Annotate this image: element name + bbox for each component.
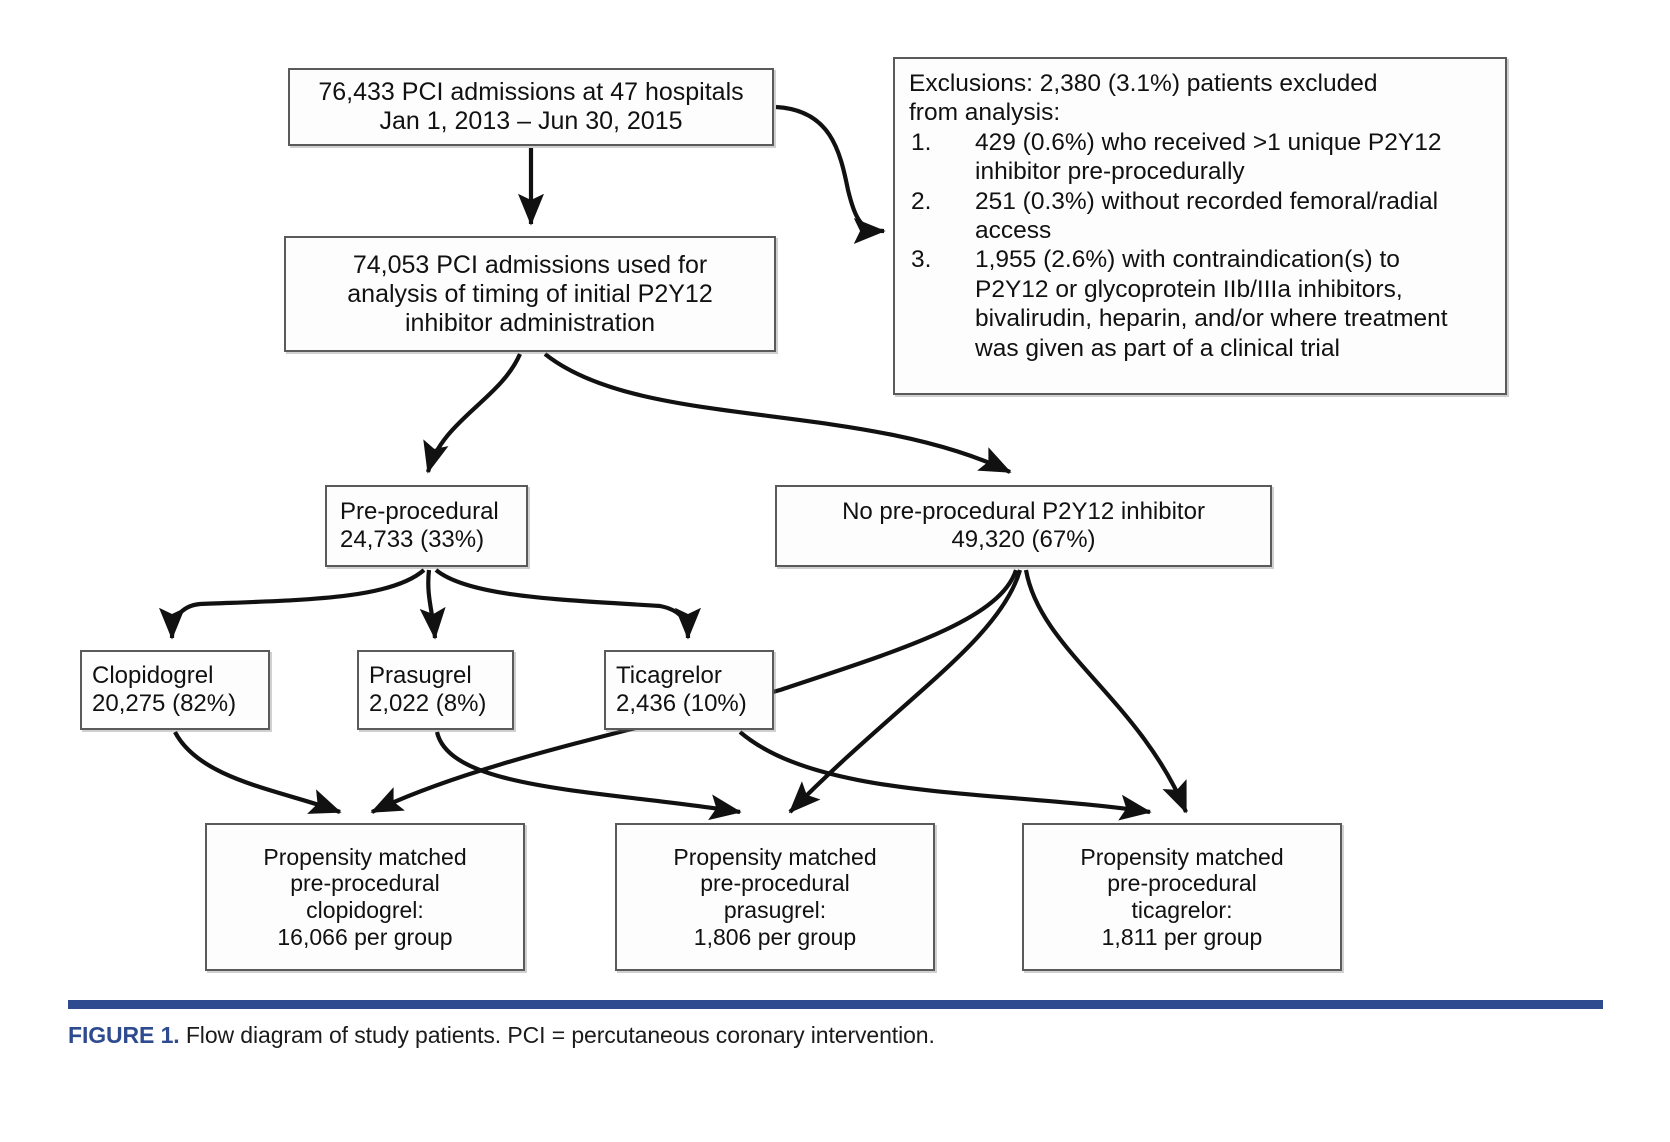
node-analysis-line1: 74,053 PCI admissions used for (352, 250, 708, 279)
node-ticagrelor-label: Ticagrelor (616, 662, 722, 690)
node-propensity-matched-prasugrel: Propensity matched pre-procedural prasug… (615, 823, 935, 971)
exclusions-item-2-number: 2. (911, 187, 932, 215)
exclusions-item-1-line1: 429 (0.6%) who received >1 unique P2Y12 (975, 128, 1442, 156)
pm-ticagrelor-count: 1,811 per group (1101, 923, 1263, 950)
pm-ticagrelor-line3: ticagrelor: (1131, 897, 1233, 923)
node-analysis-line3: inhibitor administration (404, 308, 656, 337)
edge-source-to-exclusions (775, 104, 886, 245)
exclusions-item-1-number: 1. (911, 128, 932, 156)
node-no-pre-procedural-count: 49,320 (67%) (951, 526, 1096, 553)
exclusions-list: 1. 429 (0.6%) who received >1 unique P2Y… (909, 128, 1493, 363)
edge-nopre-to-pm-prasugrel (788, 569, 1023, 814)
node-ticagrelor-count: 2,436 (10%) (616, 690, 747, 717)
edge-analysis-to-nopre (543, 352, 1012, 474)
exclusions-item-1: 1. 429 (0.6%) who received >1 unique P2Y… (909, 128, 1493, 187)
node-source-admissions: 76,433 PCI admissions at 47 hospitals Ja… (288, 68, 774, 146)
pm-clopidogrel-line3: clopidogrel: (306, 897, 424, 923)
node-analysis-admissions: 74,053 PCI admissions used for analysis … (284, 236, 776, 352)
pm-ticagrelor-line1: Propensity matched (1080, 843, 1284, 870)
exclusions-heading-line1: Exclusions: 2,380 (3.1%) patients exclud… (909, 70, 1378, 97)
node-ticagrelor: Ticagrelor 2,436 (10%) (604, 650, 774, 730)
exclusions-item-3-line1: 1,955 (2.6%) with contraindication(s) to (975, 246, 1400, 274)
pm-clopidogrel-count: 16,066 per group (277, 923, 453, 950)
figure-label: FIGURE 1. (68, 1022, 180, 1048)
pm-clopidogrel-line2: pre-procedural (290, 870, 440, 897)
figure-caption-text: Flow diagram of study patients. PCI = pe… (185, 1022, 935, 1048)
node-clopidogrel-count: 20,275 (82%) (92, 690, 237, 717)
edge-clopidogrel-to-pm (173, 731, 342, 814)
exclusions-item-1-line2: inhibitor pre-procedurally (975, 158, 1245, 186)
node-no-pre-procedural: No pre-procedural P2Y12 inhibitor 49,320… (775, 485, 1272, 567)
pm-ticagrelor-line2: pre-procedural (1107, 870, 1257, 897)
edge-ticagrelor-to-pm (738, 730, 1152, 821)
node-propensity-matched-clopidogrel: Propensity matched pre-procedural clopid… (205, 823, 525, 971)
figure-divider-rule (68, 1000, 1603, 1009)
pm-prasugrel-count: 1,806 per group (693, 923, 857, 950)
node-prasugrel-count: 2,022 (8%) (369, 690, 487, 717)
exclusions-item-2: 2. 251 (0.3%) without recorded femoral/r… (909, 187, 1493, 246)
exclusions-item-2-line2: access (975, 216, 1052, 244)
pm-prasugrel-line3: prasugrel: (723, 897, 827, 923)
exclusions-item-3-line3: bivalirudin, heparin, and/or where treat… (975, 305, 1448, 333)
edge-pre-to-ticagrelor (434, 568, 702, 640)
exclusions-item-2-line1: 251 (0.3%) without recorded femoral/radi… (975, 187, 1439, 215)
exclusions-heading-line2: from analysis: (909, 99, 1061, 127)
node-pre-procedural-label: Pre-procedural (340, 498, 499, 526)
node-clopidogrel: Clopidogrel 20,275 (82%) (80, 650, 270, 730)
figure-caption: FIGURE 1. Flow diagram of study patients… (68, 1022, 1608, 1049)
node-analysis-line2: analysis of timing of initial P2Y12 (347, 279, 713, 308)
exclusions-item-3-line2: P2Y12 or glycoprotein IIb/IIIa inhibitor… (975, 275, 1403, 303)
pm-prasugrel-line2: pre-procedural (700, 870, 850, 897)
node-no-pre-procedural-label: No pre-procedural P2Y12 inhibitor (842, 498, 1205, 526)
node-source-line2: Jan 1, 2013 – Jun 30, 2015 (379, 107, 683, 135)
exclusions-item-3-line4: was given as part of a clinical trial (975, 334, 1340, 362)
node-pre-procedural-count: 24,733 (33%) (340, 526, 485, 553)
node-source-line1: 76,433 PCI admissions at 47 hospitals (318, 78, 744, 106)
node-prasugrel-label: Prasugrel (369, 662, 472, 690)
exclusions-item-3-number: 3. (911, 246, 932, 274)
node-clopidogrel-label: Clopidogrel (92, 662, 214, 690)
edge-analysis-to-pre (423, 353, 522, 474)
node-prasugrel: Prasugrel 2,022 (8%) (357, 650, 514, 730)
edge-pre-to-clopidogrel (158, 568, 426, 640)
node-propensity-matched-ticagrelor: Propensity matched pre-procedural ticagr… (1022, 823, 1342, 971)
edge-nopre-to-pm-ticagrelor (1023, 569, 1188, 814)
edge-prasugrel-to-pm (434, 731, 742, 821)
exclusions-item-3: 3. 1,955 (2.6%) with contraindication(s)… (909, 245, 1493, 363)
pm-clopidogrel-line1: Propensity matched (263, 843, 467, 870)
node-pre-procedural: Pre-procedural 24,733 (33%) (325, 485, 528, 567)
edge-pre-to-prasugrel (419, 569, 446, 640)
node-exclusions: Exclusions: 2,380 (3.1%) patients exclud… (893, 57, 1507, 395)
pm-prasugrel-line1: Propensity matched (673, 843, 877, 870)
